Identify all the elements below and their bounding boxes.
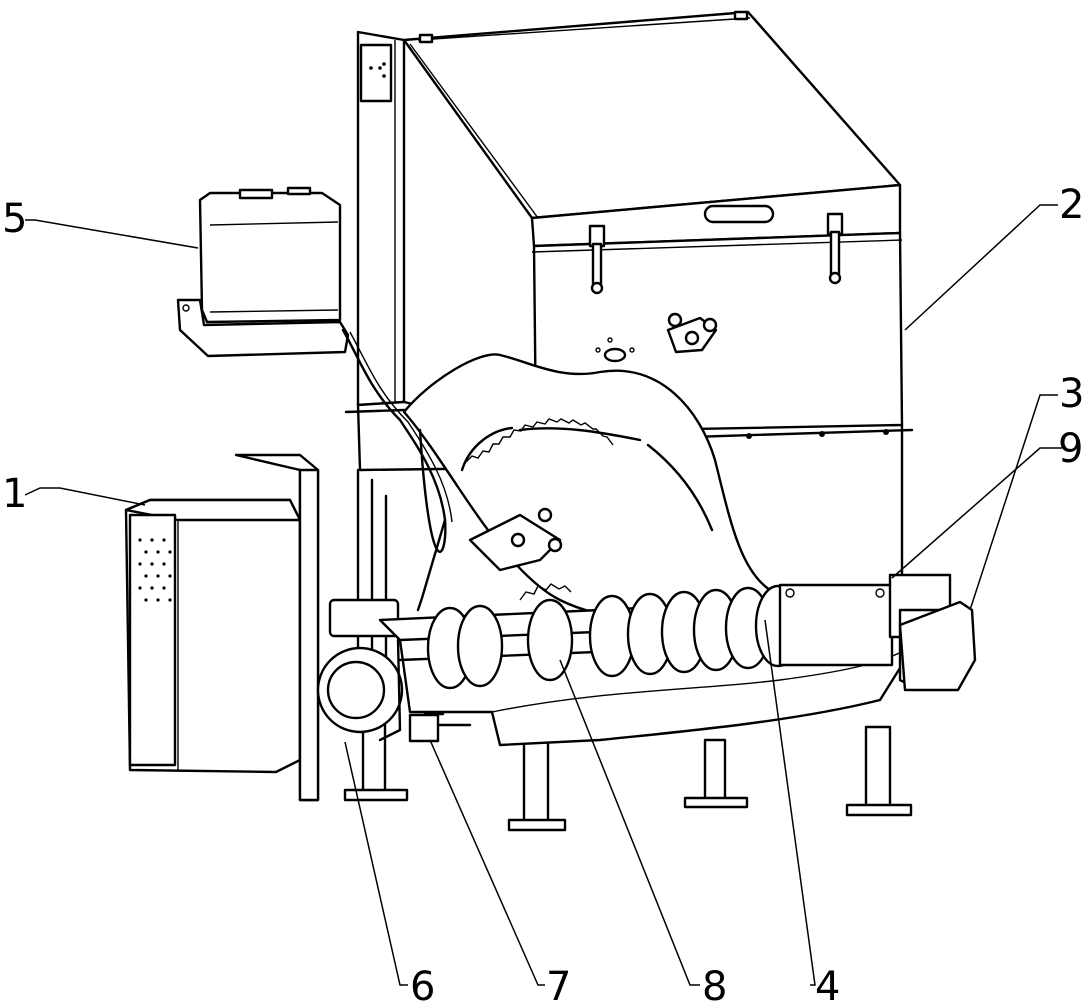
callout-6: 6	[410, 964, 435, 1005]
leader-lines	[24, 204, 1062, 986]
callout-9: 9	[1058, 426, 1083, 472]
support-legs	[343, 688, 913, 832]
burner	[124, 453, 320, 802]
latch-left	[588, 224, 606, 295]
callout-8: 8	[702, 964, 727, 1005]
feed-wheel-teeth	[465, 418, 614, 601]
callout-5: 5	[2, 196, 27, 242]
callout-7: 7	[546, 964, 571, 1005]
callout-numbers: 1 2 3 4 5 6 7 8 9	[2, 182, 1084, 1005]
callout-3: 3	[1059, 371, 1084, 417]
callout-2: 2	[1059, 182, 1084, 228]
callout-1: 1	[2, 471, 27, 517]
end-cap	[898, 600, 977, 692]
latch-right	[826, 212, 844, 285]
fan-unit	[316, 598, 404, 742]
callout-4: 4	[815, 964, 840, 1005]
burner-perforation	[138, 538, 172, 602]
cutaway-section	[402, 312, 782, 622]
water-tank	[176, 186, 453, 612]
hopper-body	[344, 10, 914, 692]
auger-screw	[398, 584, 892, 690]
